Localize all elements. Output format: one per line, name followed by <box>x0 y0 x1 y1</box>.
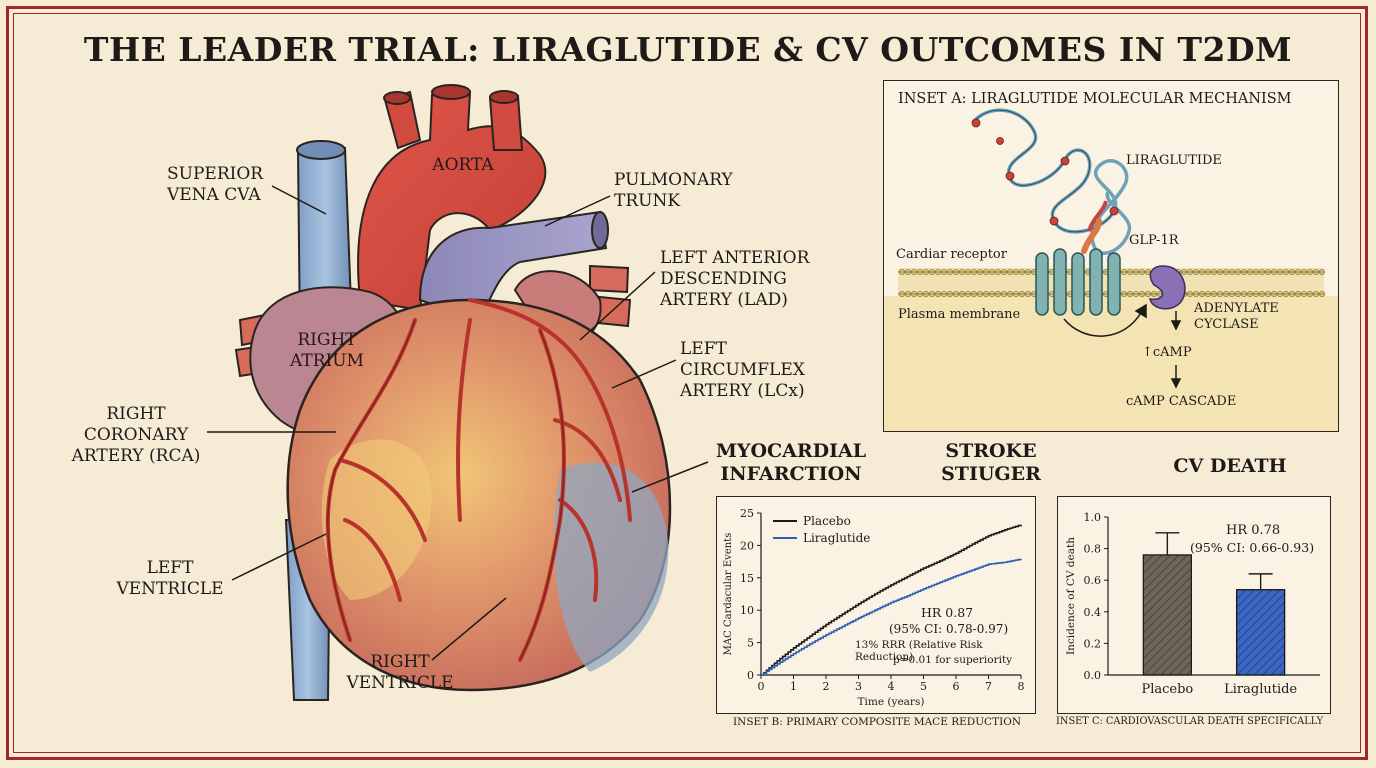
label-liraglutide: LIRAGLUTIDE <box>1126 153 1222 168</box>
series-line-liraglutide <box>761 558 1022 676</box>
x-tick-label: 2 <box>823 680 830 693</box>
bar-placebo <box>1142 554 1193 676</box>
y-tick-label: 25 <box>740 507 754 520</box>
heading-cv-death: CV DEATH <box>1173 455 1287 477</box>
y-tick-label: 1.0 <box>1084 511 1102 524</box>
x-tick-label: 4 <box>888 680 895 693</box>
x-tick-label: 5 <box>920 680 927 693</box>
x-tick-label: 1 <box>790 680 797 693</box>
y-tick-label: 20 <box>740 539 754 552</box>
inset-b-caption: INSET B: PRIMARY COMPOSITE MACE REDUCTIO… <box>733 716 1022 728</box>
mace-rrr: 13% RRR (Relative Risk Reduction) <box>855 639 983 663</box>
pulmonary-trunk-shape <box>418 210 608 322</box>
label-glp1r: GLP-1R <box>1129 233 1179 248</box>
glp1r-receptor-shape <box>1035 248 1121 316</box>
label-plasma-membrane: Plasma membrane <box>898 307 1021 322</box>
adenylate-cyclase-shape <box>1149 265 1186 310</box>
inset-c-caption: INSET C: CARDIOVASCULAR DEATH SPECIFICAL… <box>1056 716 1324 727</box>
y-axis-label: Incidence of CV death <box>1065 537 1077 655</box>
y-tick-label: 0.8 <box>1084 543 1102 556</box>
inner-border <box>13 13 1361 753</box>
label-cardiar-receptor: Cardiar receptor <box>896 247 1007 262</box>
x-tick-label: Placebo <box>1141 682 1193 697</box>
bar-liraglutide <box>1235 589 1286 676</box>
x-tick-label: 6 <box>953 680 960 693</box>
inset-a-title: INSET A: LIRAGLUTIDE MOLECULAR MECHANISM <box>898 91 1292 107</box>
legend-label-placebo: Placebo <box>803 514 851 528</box>
mechanism-diagram <box>884 108 1338 431</box>
y-tick-label: 0.2 <box>1084 637 1102 650</box>
x-tick-label: 0 <box>758 680 765 693</box>
x-tick-label: Liraglutide <box>1224 682 1297 697</box>
y-tick-label: 0 <box>747 669 754 682</box>
label-aorta: AORTA <box>432 155 494 175</box>
y-axis-label: MAC Cardacular Events <box>723 533 734 656</box>
mace-ci: (95% CI: 0.78-0.97) <box>889 622 1009 636</box>
y-tick-label: 0.0 <box>1084 669 1102 682</box>
x-tick-label: 8 <box>1018 680 1025 693</box>
cv-death-hr: HR 0.78 <box>1226 523 1281 538</box>
x-tick-label: 7 <box>985 680 992 693</box>
y-tick-label: 15 <box>740 572 754 585</box>
outer-border <box>6 6 1368 760</box>
y-tick-label: 5 <box>747 637 754 650</box>
series-line-placebo <box>761 524 1022 676</box>
mace-p-value: p=0.01 for superiority <box>893 654 1013 666</box>
label-camp-cascade: cAMP CASCADE <box>1126 394 1237 409</box>
legend-label-liraglutide: Liraglutide <box>803 531 870 545</box>
y-tick-label: 0.6 <box>1084 574 1102 587</box>
inset-a-mechanism: INSET A: LIRAGLUTIDE MOLECULAR MECHANISM… <box>883 80 1339 432</box>
x-axis-label: Time (years) <box>858 696 925 708</box>
liraglutide-peptide-shape <box>972 108 1132 255</box>
x-tick-label: 3 <box>855 680 862 693</box>
y-tick-label: 10 <box>740 604 754 617</box>
label-camp: ↑cAMP <box>1142 345 1192 360</box>
page-title: THE LEADER TRIAL: LIRAGLUTIDE & CV OUTCO… <box>83 30 1293 69</box>
heart-illustration <box>207 84 709 701</box>
cv-death-ci: (95% CI: 0.66-0.93) <box>1190 540 1315 555</box>
y-tick-label: 0.4 <box>1084 606 1102 619</box>
mace-hr: HR 0.87 <box>921 605 974 620</box>
